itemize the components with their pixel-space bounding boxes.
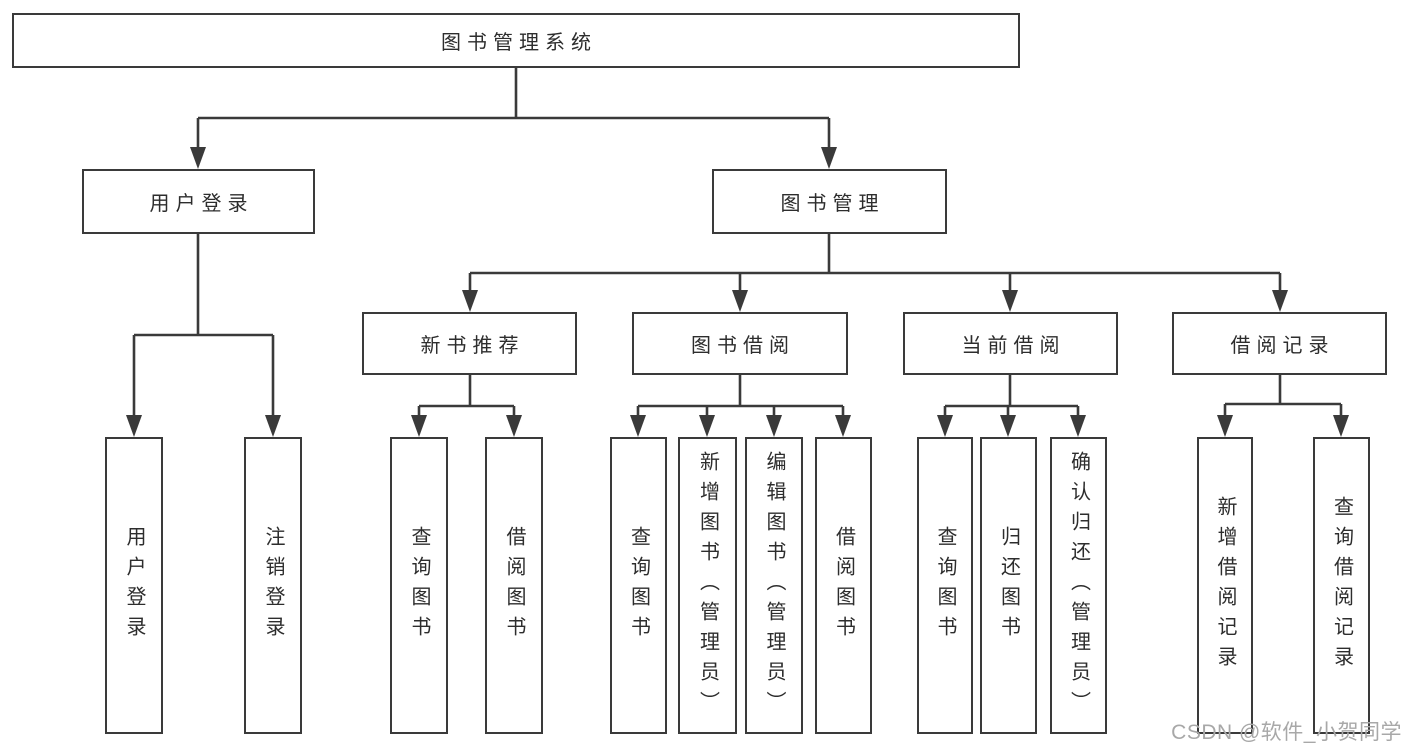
node-library-system-label: 图书管理系统 — [441, 32, 597, 54]
node-book-borrowing-label: 图书借阅 — [691, 335, 795, 357]
node-current-borrowing-label: 当前借阅 — [961, 335, 1066, 357]
node-user-login: 用户登录 — [82, 169, 315, 234]
connector-book-management-children — [462, 234, 1288, 312]
node-library-system: 图书管理系统 — [12, 13, 1020, 68]
leaf-return-books: 归还图书 — [980, 437, 1037, 734]
leaf-query-books-current: 查询图书 — [917, 437, 973, 734]
leaf-user-login-label: 用户登录 — [123, 525, 145, 646]
node-book-management: 图书管理 — [712, 169, 947, 234]
node-new-book-recommendation-label: 新书推荐 — [420, 335, 525, 357]
leaf-borrow-books-borrowing-label: 借阅图书 — [832, 525, 855, 646]
leaf-add-book-admin-label: 新增图书（管理员） — [696, 450, 719, 721]
connector-book-borrowing-children — [630, 375, 851, 437]
leaf-query-books-borrowing: 查询图书 — [610, 437, 667, 734]
leaf-return-books-label: 归还图书 — [997, 525, 1020, 646]
leaf-edit-book-admin: 编辑图书（管理员） — [745, 437, 803, 734]
leaf-add-book-admin: 新增图书（管理员） — [678, 437, 737, 734]
leaf-logout: 注销登录 — [244, 437, 302, 734]
leaf-query-borrow-record: 查询借阅记录 — [1313, 437, 1370, 734]
leaf-add-borrow-record: 新增借阅记录 — [1197, 437, 1253, 734]
leaf-confirm-return-admin: 确认归还（管理员） — [1050, 437, 1107, 734]
leaf-query-books-recommend: 查询图书 — [390, 437, 448, 734]
leaf-logout-label: 注销登录 — [262, 525, 284, 646]
leaf-edit-book-admin-label: 编辑图书（管理员） — [763, 450, 785, 721]
leaf-query-books-current-label: 查询图书 — [934, 525, 956, 646]
leaf-borrow-books-recommend: 借阅图书 — [485, 437, 543, 734]
leaf-borrow-books-borrowing: 借阅图书 — [815, 437, 872, 734]
node-borrowing-records-label: 借阅记录 — [1230, 335, 1335, 357]
connector-user-login-children — [126, 234, 281, 437]
leaf-query-borrow-record-label: 查询借阅记录 — [1330, 495, 1353, 676]
connector-new-book-children — [411, 375, 522, 437]
leaf-add-borrow-record-label: 新增借阅记录 — [1214, 495, 1236, 676]
node-borrowing-records: 借阅记录 — [1172, 312, 1387, 375]
node-book-management-label: 图书管理 — [780, 193, 885, 215]
leaf-borrow-books-recommend-label: 借阅图书 — [503, 525, 525, 646]
leaf-confirm-return-admin-label: 确认归还（管理员） — [1067, 450, 1090, 721]
leaf-query-books-borrowing-label: 查询图书 — [627, 525, 650, 646]
connector-borrowing-records-children — [1217, 375, 1349, 437]
node-current-borrowing: 当前借阅 — [903, 312, 1118, 375]
connector-root-to-level1 — [190, 68, 837, 169]
watermark: CSDN @软件_小贺同学 — [1171, 721, 1402, 744]
node-new-book-recommendation: 新书推荐 — [362, 312, 577, 375]
leaf-user-login: 用户登录 — [105, 437, 163, 734]
node-user-login-label: 用户登录 — [149, 193, 254, 215]
connector-current-borrowing-children — [937, 375, 1086, 437]
node-book-borrowing: 图书借阅 — [632, 312, 848, 375]
leaf-query-books-recommend-label: 查询图书 — [408, 525, 430, 646]
